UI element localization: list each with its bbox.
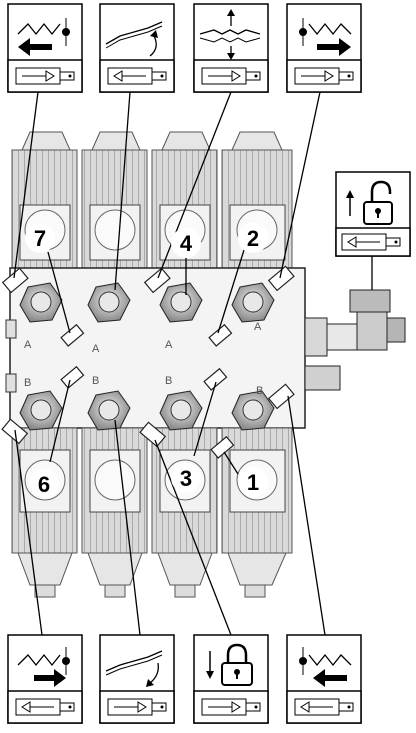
callout-4: 4 [171,228,201,258]
float-left-icon [286,634,362,724]
valve-assembly: A A A A B B B B [1,131,406,598]
port-label-a: A [92,343,100,355]
port-label-b: B [24,377,31,389]
callout-6: 6 [29,469,59,499]
icon-panels-top [7,3,362,93]
unlock-icon [335,171,411,257]
leader-lines [13,91,373,636]
svg-text:3: 3 [180,466,192,491]
callout-7: 7 [25,223,55,253]
tilt-dump-icon [99,634,175,724]
icon-panels-bottom [7,634,362,724]
svg-text:4: 4 [180,231,193,256]
port-nuts [19,282,275,431]
lock-icon [193,634,269,724]
svg-text:7: 7 [34,226,46,251]
callouts: 7 4 2 6 3 1 [25,223,268,499]
port-label-b: B [256,385,263,397]
port-label-b: B [165,375,172,387]
callout-1: 1 [238,467,268,497]
port-label-a: A [165,339,173,351]
callout-2: 2 [238,223,268,253]
port-label-a: A [254,321,262,333]
callout-3: 3 [171,463,201,493]
float-left-icon [7,3,83,93]
lower-coils [11,427,293,598]
port-label-b: B [92,375,99,387]
svg-text:6: 6 [38,472,50,497]
svg-text:1: 1 [247,470,259,495]
svg-text:2: 2 [247,226,259,251]
port-label-a: A [24,339,32,351]
right-fittings [304,289,406,391]
port-labels: A A A A B B B B [24,321,263,397]
tilt-curl-icon [99,3,175,93]
float-right-icon [7,634,83,724]
raise-lower-icon [193,3,269,93]
float-right-icon [286,3,362,93]
